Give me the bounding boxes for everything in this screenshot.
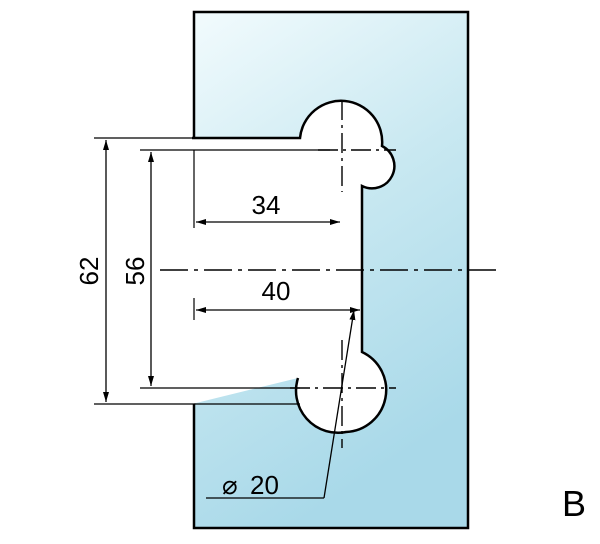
centerlines <box>160 100 500 448</box>
dim-text-56: 56 <box>120 257 150 286</box>
dim-line-diameter <box>323 309 356 499</box>
dim-text-34: 34 <box>252 190 281 220</box>
extension-lines <box>94 137 330 405</box>
diameter-symbol: ⌀ <box>222 470 238 500</box>
view-label: B <box>562 483 586 524</box>
dimension-lines <box>103 140 360 499</box>
dim-text-diameter: 20 <box>250 470 279 500</box>
hinge-cutout-profile <box>192 100 395 433</box>
hinge-cutout-outline <box>192 99 396 434</box>
dim-text-62: 62 <box>74 257 104 286</box>
dim-text-40: 40 <box>262 276 291 306</box>
